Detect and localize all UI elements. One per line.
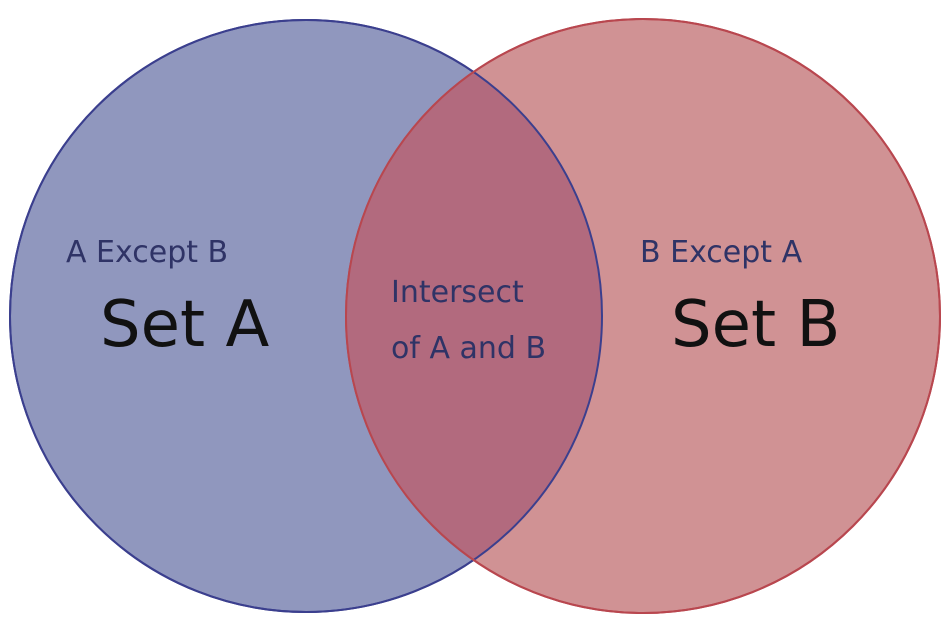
intersection-region [346,20,602,612]
set-b-outline [345,18,941,614]
set-b-title: Set B [671,288,840,362]
a-except-b-label: A Except B [66,235,228,270]
set-a-outline [9,19,603,613]
intersection-label-line2: of A and B [391,331,546,366]
b-except-a-label: B Except A [640,235,803,270]
intersection-label-line1: Intersect [391,275,524,310]
set-a-title: Set A [100,288,269,362]
